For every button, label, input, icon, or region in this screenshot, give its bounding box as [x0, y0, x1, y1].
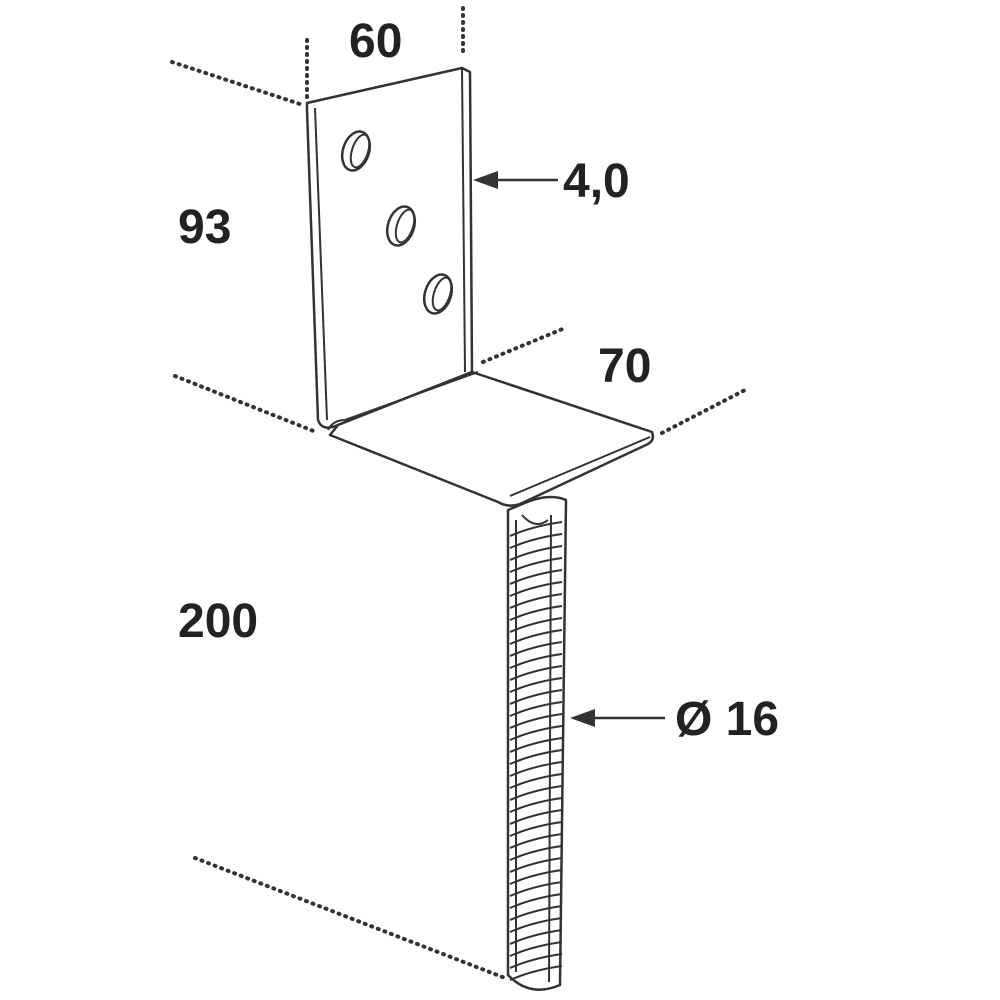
thread-ridge	[509, 881, 563, 897]
thread-ridge	[509, 749, 563, 765]
arrow-head-diameter	[570, 709, 595, 727]
dim-label-70: 70	[598, 340, 652, 393]
l-bracket	[305, 66, 655, 507]
rod-edge-right	[548, 514, 552, 983]
thread-ridge	[509, 917, 563, 933]
rod-threads	[509, 521, 563, 981]
ext-line-70-front	[660, 388, 747, 435]
thread-ridge	[509, 557, 563, 573]
vertical-plate-inner-edge	[314, 107, 328, 421]
thickness-arrow	[473, 171, 558, 189]
ext-line-70-back	[481, 326, 567, 364]
ext-line-mid-left	[173, 374, 318, 434]
thread-ridge	[509, 713, 563, 729]
base-plate	[328, 370, 655, 507]
thread-ridge	[509, 701, 563, 717]
extension-lines	[170, 6, 747, 980]
thread-ridge	[509, 737, 563, 753]
thread-ridge	[509, 905, 563, 921]
threaded-rod	[506, 495, 568, 991]
base-plate-front-edge	[509, 436, 651, 497]
thread-ridge	[509, 593, 563, 609]
thread-ridge	[509, 941, 563, 957]
thread-ridge	[509, 521, 563, 537]
ext-line-top-left	[170, 60, 302, 106]
dim-label-93: 93	[178, 201, 232, 254]
thread-ridge	[509, 785, 563, 801]
thread-ridge	[509, 581, 563, 597]
thread-ridge	[509, 965, 563, 981]
hole-2	[385, 205, 417, 247]
vertical-plate	[305, 66, 474, 429]
dim-label-4-0: 4,0	[563, 155, 630, 208]
thread-ridge	[509, 893, 563, 909]
base-plate-bend	[327, 371, 479, 431]
thread-ridge	[509, 689, 563, 705]
thread-ridge	[509, 857, 563, 873]
diameter-arrow	[570, 709, 665, 727]
thread-ridge	[509, 833, 563, 849]
vertical-plate-edge	[461, 67, 466, 373]
thread-ridge	[509, 725, 563, 741]
thread-ridge	[509, 665, 563, 681]
thread-ridge	[509, 605, 563, 621]
thread-ridge	[509, 869, 563, 885]
thread-ridge	[509, 809, 563, 825]
thread-ridge	[509, 953, 563, 969]
thread-ridge	[509, 569, 563, 585]
arrow-head-thickness	[473, 171, 498, 189]
thread-ridge	[509, 821, 563, 837]
thread-ridge	[509, 677, 563, 693]
hole-3	[422, 273, 454, 315]
hole-1	[340, 130, 372, 172]
thread-ridge	[509, 641, 563, 657]
thread-ridge	[509, 629, 563, 645]
thread-ridge	[509, 617, 563, 633]
thread-ridge	[509, 653, 563, 669]
ext-line-bottom	[193, 856, 507, 980]
dim-label-diameter: Ø 16	[675, 693, 780, 746]
thread-ridge	[509, 533, 563, 549]
thread-ridge	[509, 761, 563, 777]
thread-ridge	[509, 845, 563, 861]
thread-ridge	[509, 545, 563, 561]
dim-label-60: 60	[349, 15, 403, 68]
thread-ridge	[509, 929, 563, 945]
thread-ridge	[509, 797, 563, 813]
dim-label-200: 200	[178, 595, 259, 648]
rod-top-slot	[521, 514, 549, 525]
thread-ridge	[509, 773, 563, 789]
